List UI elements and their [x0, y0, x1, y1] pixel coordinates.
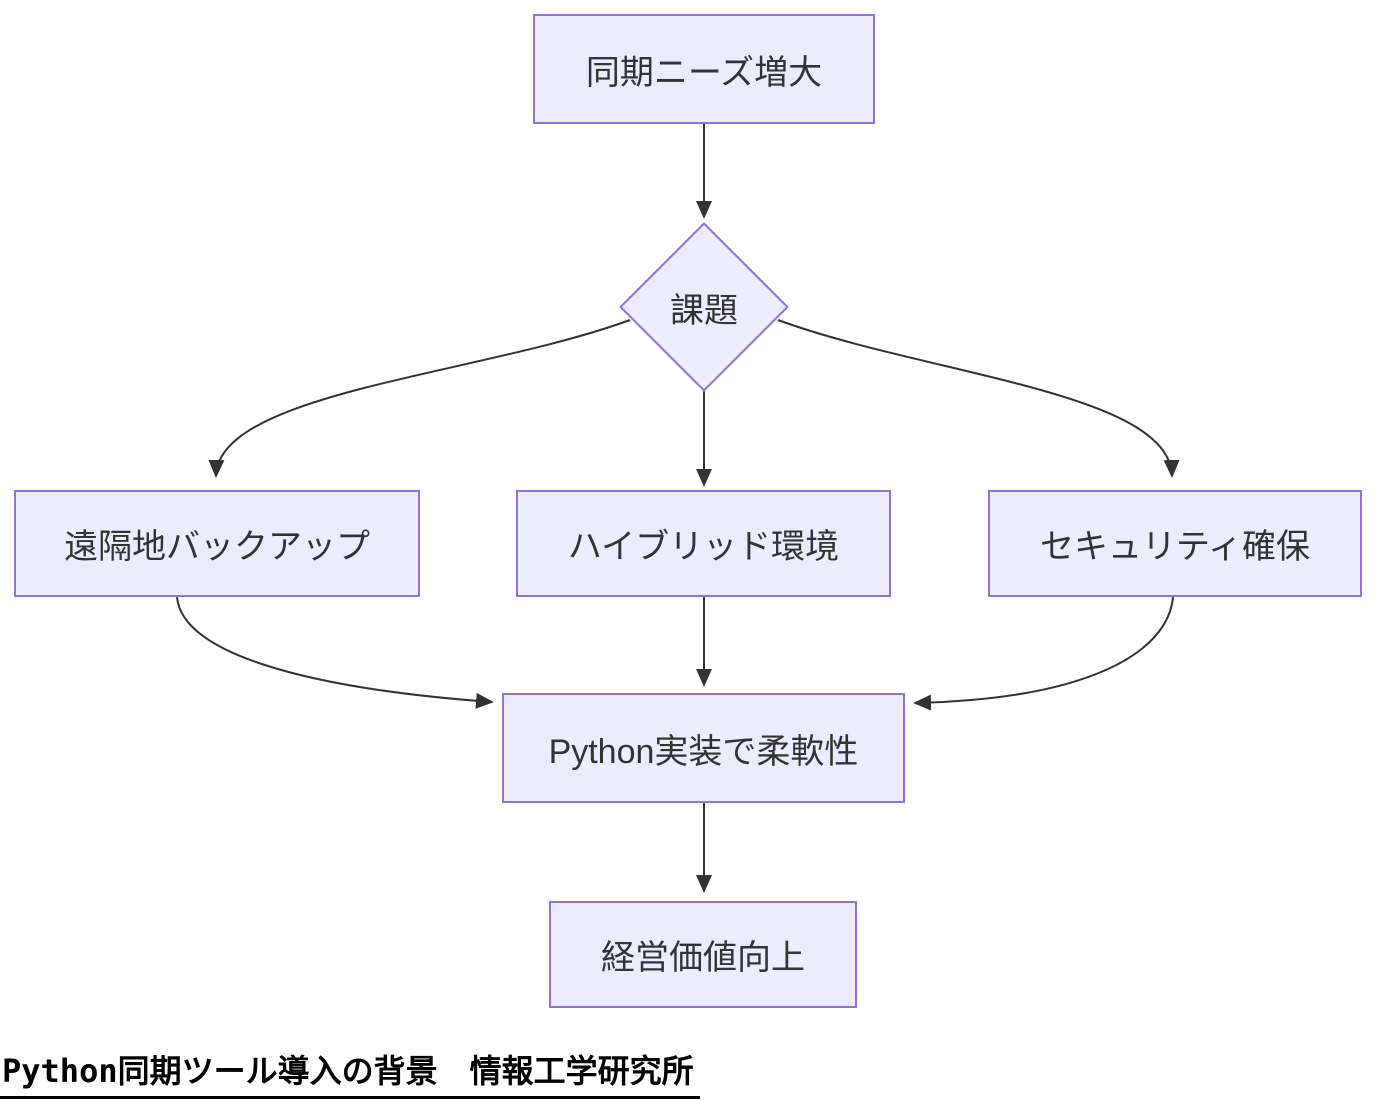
node-security-label: セキュリティ確保	[1040, 528, 1310, 566]
edge-backup-to-python	[176, 596, 494, 709]
node-issues-decision: 課題	[619, 222, 789, 392]
diagram-caption: Python同期ツール導入の背景 情報工学研究所	[0, 1044, 700, 1099]
node-business-value-label: 経営価値向上	[601, 939, 805, 977]
node-security: セキュリティ確保	[988, 490, 1362, 597]
edge-issues-to-backup	[208, 319, 631, 478]
node-issues-label: 課題	[670, 291, 738, 330]
edge-issues-to-security	[777, 319, 1180, 478]
node-sync-needs-label: 同期ニーズ増大	[585, 53, 823, 92]
node-python-flexibility: Python実装で柔軟性	[502, 693, 905, 803]
node-remote-backup-label: 遠隔地バックアップ	[64, 528, 370, 566]
node-sync-needs: 同期ニーズ増大	[533, 14, 875, 124]
node-business-value: 経営価値向上	[549, 901, 857, 1008]
edge-security-to-python	[913, 596, 1174, 711]
node-hybrid-env: ハイブリッド環境	[516, 490, 891, 597]
node-remote-backup: 遠隔地バックアップ	[14, 490, 420, 597]
node-python-flexibility-label: Python実装で柔軟性	[548, 732, 859, 771]
node-hybrid-env-label: ハイブリッド環境	[567, 528, 840, 566]
